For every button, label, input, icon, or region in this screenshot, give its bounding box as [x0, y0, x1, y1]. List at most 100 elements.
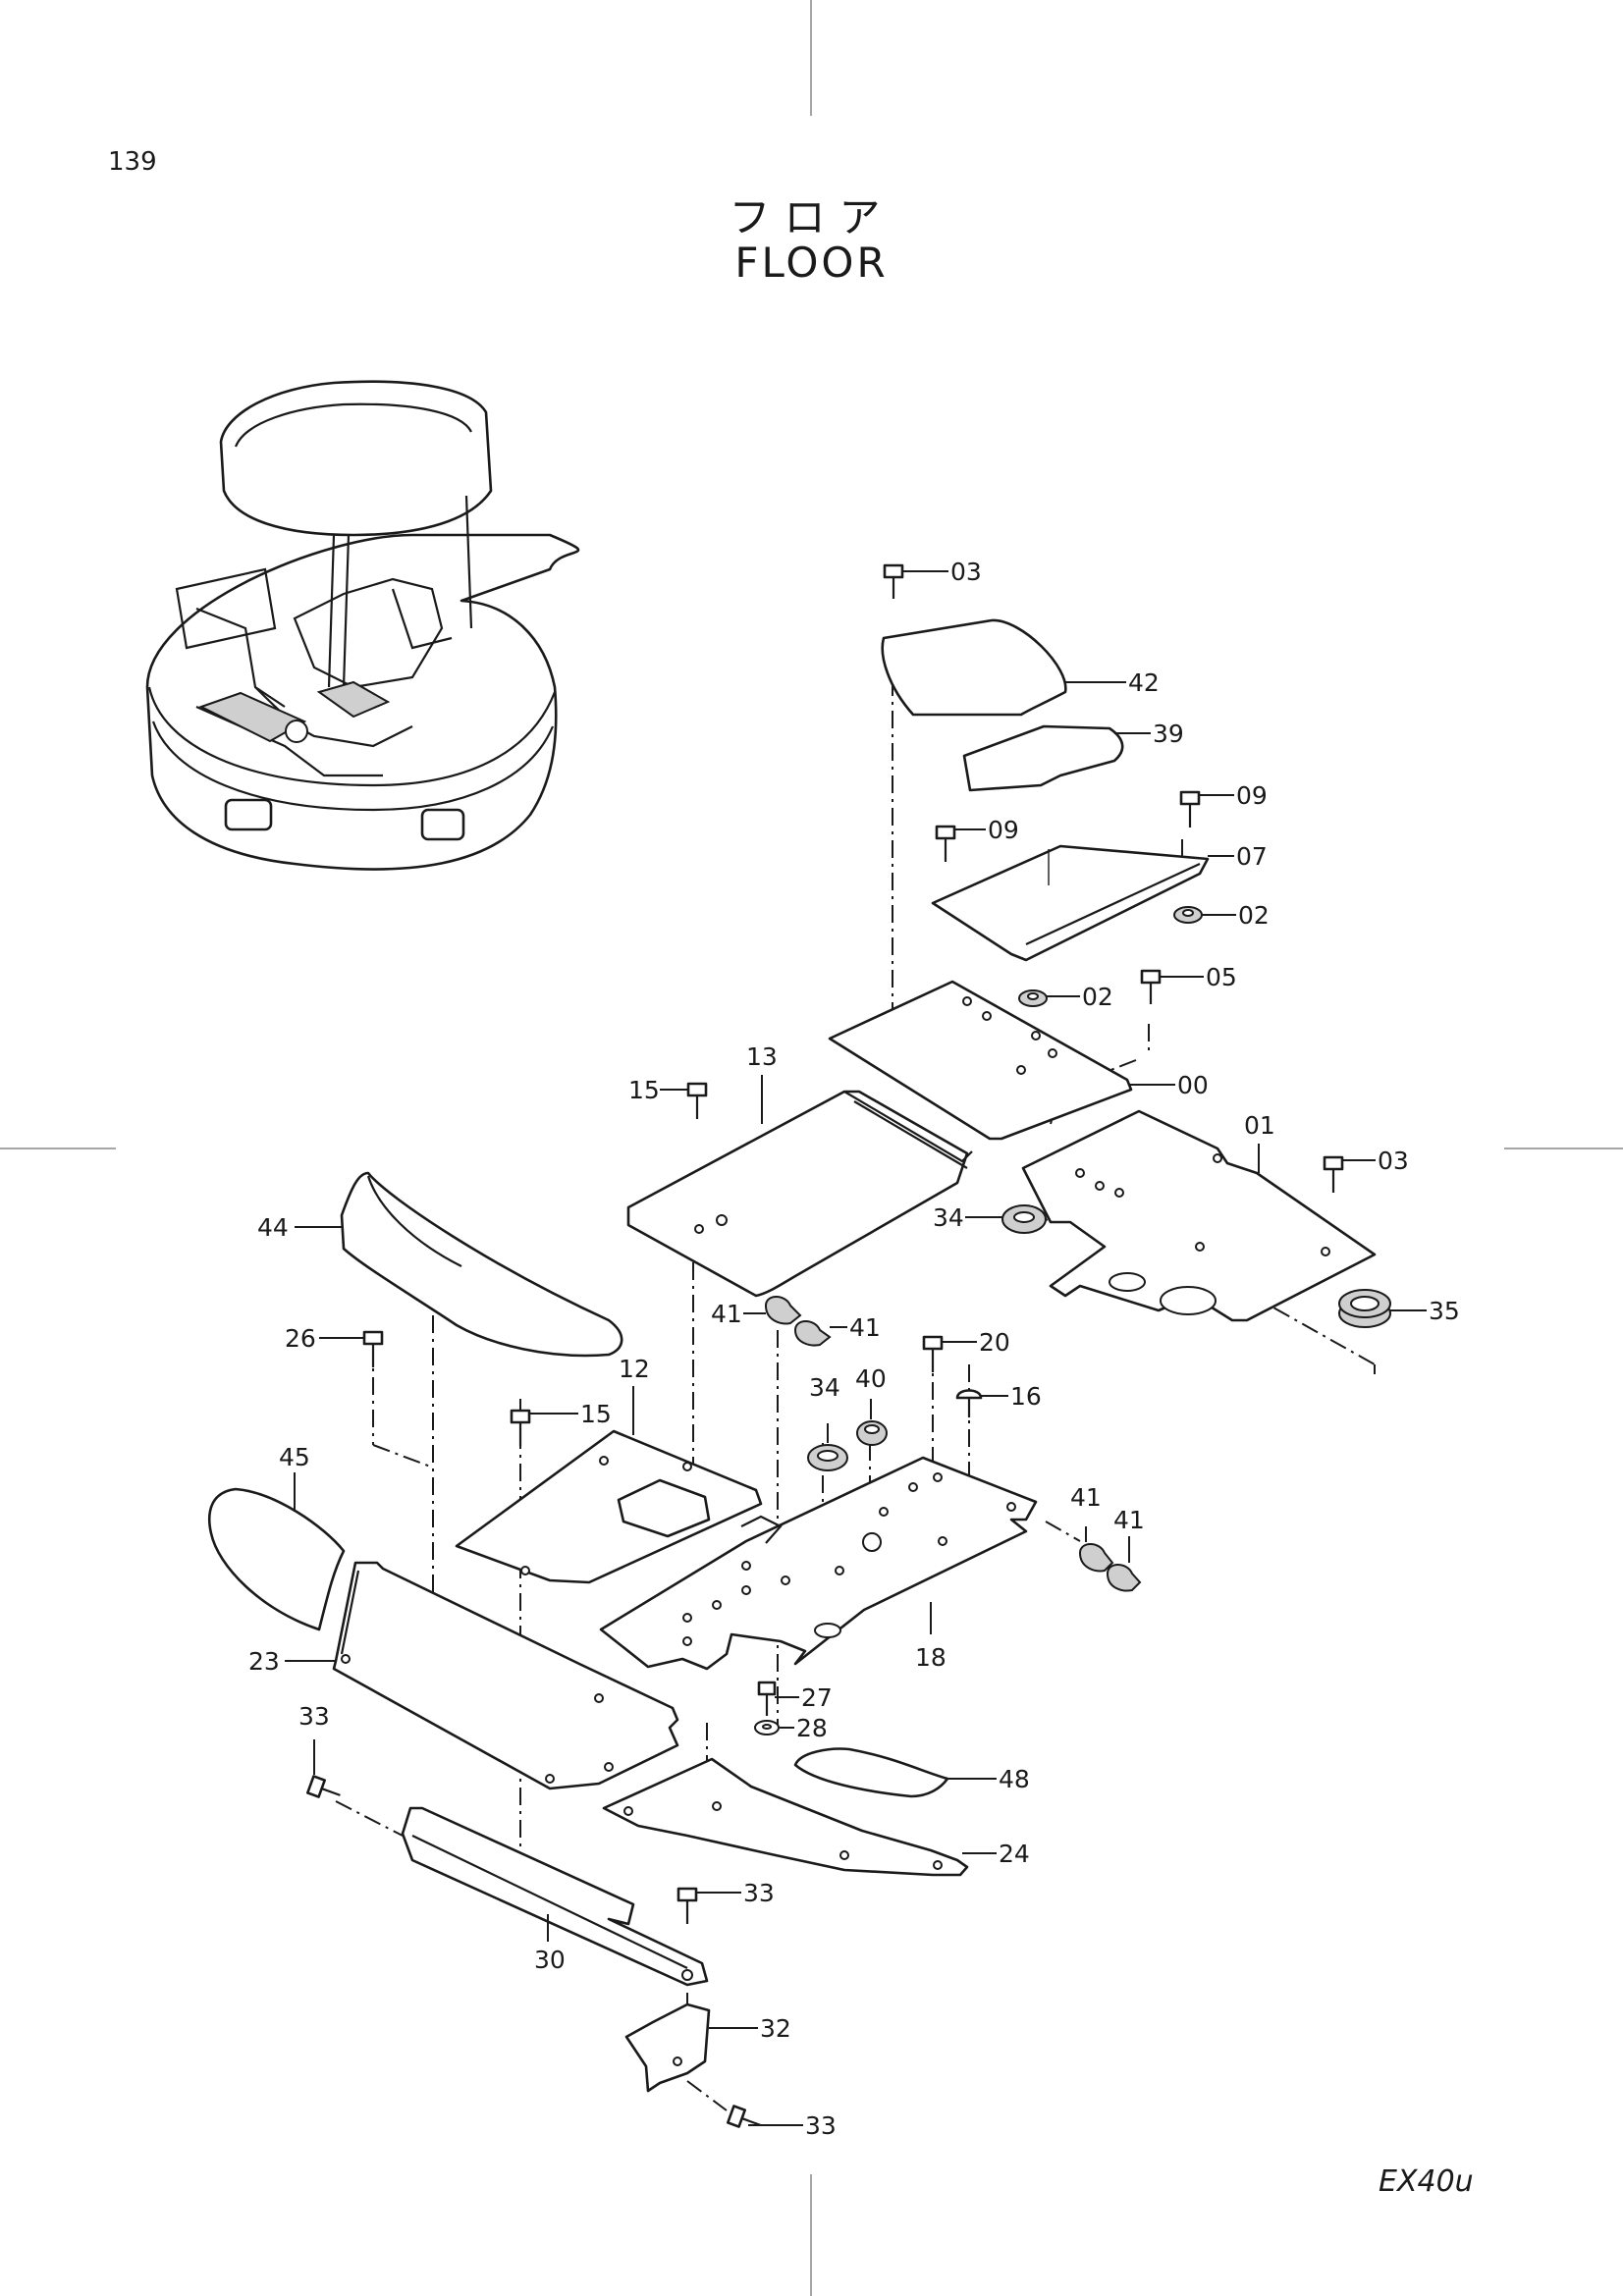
callout-33: 33 [298, 1702, 330, 1775]
svg-text:39: 39 [1153, 720, 1184, 748]
part-32-bracket [624, 2002, 711, 2093]
svg-text:05: 05 [1206, 963, 1237, 991]
svg-text:28: 28 [796, 1714, 828, 1742]
svg-text:24: 24 [999, 1840, 1030, 1868]
machine-overview-illustration [145, 380, 580, 871]
svg-text:15: 15 [580, 1400, 612, 1428]
svg-text:33: 33 [743, 1879, 775, 1907]
svg-text:23: 23 [248, 1647, 280, 1676]
callout-15: 15 [529, 1400, 612, 1428]
part-39-pad [962, 724, 1124, 792]
callout-42: 42 [1065, 668, 1160, 697]
callout-45: 45 [279, 1443, 310, 1512]
callout-26: 26 [285, 1324, 364, 1353]
svg-text:27: 27 [801, 1683, 833, 1712]
part-07-cover-plate [931, 844, 1210, 962]
callout-01: 01 [1244, 1111, 1275, 1173]
svg-text:42: 42 [1128, 668, 1160, 697]
svg-text:09: 09 [988, 816, 1019, 844]
svg-text:40: 40 [855, 1364, 887, 1393]
svg-text:41: 41 [849, 1313, 881, 1342]
callout-40: 40 [855, 1364, 887, 1419]
callout-27: 27 [775, 1683, 833, 1712]
callout-09: 09 [954, 816, 1019, 844]
svg-text:13: 13 [746, 1042, 778, 1071]
part-23-plate [332, 1561, 679, 1790]
callout-00: 00 [1129, 1071, 1209, 1099]
machine-model: EX40u [1379, 2164, 1474, 2199]
svg-text:41: 41 [711, 1300, 742, 1328]
callout-12: 12 [619, 1355, 650, 1435]
part-callouts: 03 42 39 09 09 07 02 02 05 00 13 15 01 0… [248, 558, 1460, 2140]
svg-text:16: 16 [1010, 1382, 1042, 1411]
callout-41: 41 [1070, 1483, 1102, 1542]
callout-44: 44 [257, 1213, 342, 1242]
callout-03: 03 [1342, 1147, 1409, 1175]
callout-34: 34 [809, 1373, 840, 1443]
part-42-floor-mat [881, 618, 1067, 717]
svg-text:09: 09 [1236, 781, 1268, 810]
callout-41: 41 [1113, 1506, 1145, 1563]
callout-16: 16 [981, 1382, 1042, 1411]
callout-32: 32 [709, 2014, 791, 2043]
page-title-japanese: フロア [729, 193, 894, 241]
svg-text:03: 03 [950, 558, 982, 586]
part-01-base-plate [1021, 1109, 1377, 1322]
svg-text:00: 00 [1177, 1071, 1209, 1099]
callout-15: 15 [628, 1076, 688, 1104]
callout-39: 39 [1114, 720, 1184, 748]
callout-20: 20 [942, 1328, 1010, 1357]
svg-text:48: 48 [999, 1765, 1030, 1793]
svg-text:30: 30 [534, 1946, 566, 1974]
callout-23: 23 [248, 1647, 336, 1676]
part-30-bracket [401, 1806, 709, 1987]
svg-text:45: 45 [279, 1443, 310, 1471]
part-45-pad [207, 1487, 346, 1631]
part-12-plate [455, 1429, 763, 1584]
callout-02: 02 [1047, 983, 1113, 1011]
svg-text:02: 02 [1238, 901, 1270, 930]
callout-41: 41 [711, 1300, 766, 1328]
svg-text:41: 41 [1070, 1483, 1102, 1512]
svg-text:03: 03 [1378, 1147, 1409, 1175]
callout-24: 24 [962, 1840, 1030, 1868]
callout-48: 48 [947, 1765, 1030, 1793]
callout-30: 30 [534, 1914, 566, 1974]
callout-18: 18 [915, 1602, 947, 1672]
svg-text:12: 12 [619, 1355, 650, 1383]
svg-text:35: 35 [1429, 1297, 1460, 1325]
washers-and-grommets [754, 906, 1391, 1735]
svg-text:34: 34 [933, 1203, 964, 1232]
callout-09: 09 [1199, 781, 1268, 810]
callout-34: 34 [933, 1203, 1002, 1232]
part-00-plate [828, 980, 1133, 1141]
svg-text:07: 07 [1236, 842, 1268, 871]
callout-35: 35 [1390, 1297, 1460, 1325]
callout-02: 02 [1202, 901, 1270, 930]
callout-41: 41 [830, 1313, 881, 1342]
svg-text:15: 15 [628, 1076, 660, 1104]
callout-33: 33 [748, 2111, 837, 2140]
callout-33: 33 [697, 1879, 775, 1907]
part-48-pad [793, 1747, 949, 1798]
svg-text:02: 02 [1082, 983, 1113, 1011]
svg-text:33: 33 [805, 2111, 837, 2140]
part-44-side-cover [340, 1171, 623, 1358]
svg-text:34: 34 [809, 1373, 840, 1402]
svg-text:32: 32 [760, 2014, 791, 2043]
svg-text:26: 26 [285, 1324, 316, 1353]
part-24-plate [602, 1757, 969, 1877]
callout-07: 07 [1208, 842, 1268, 871]
svg-text:01: 01 [1244, 1111, 1275, 1140]
page-number: 139 [108, 147, 157, 177]
svg-text:20: 20 [979, 1328, 1010, 1357]
svg-text:41: 41 [1113, 1506, 1145, 1534]
callout-13: 13 [746, 1042, 778, 1124]
part-18-floor-plate [599, 1456, 1038, 1671]
part-13-plate [626, 1090, 973, 1298]
callout-28: 28 [780, 1714, 828, 1742]
svg-text:33: 33 [298, 1702, 330, 1731]
callout-03: 03 [902, 558, 982, 586]
